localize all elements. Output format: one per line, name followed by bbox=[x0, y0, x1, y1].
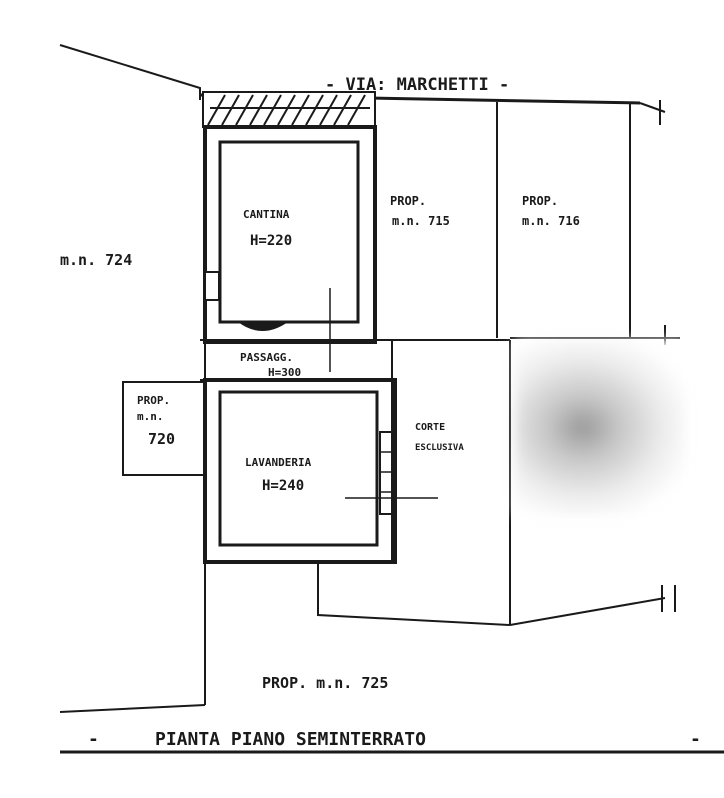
hatch-pattern bbox=[207, 94, 370, 126]
cantina-name: CANTINA bbox=[243, 208, 290, 221]
lavanderia-name: LAVANDERIA bbox=[245, 456, 312, 469]
parcel-left-label: m.n. 724 bbox=[60, 251, 132, 269]
boundary-line-top-left bbox=[59, 44, 201, 100]
lavanderia-inner-wall bbox=[218, 390, 379, 547]
street-line-end bbox=[639, 100, 666, 125]
parcel-bottom-label: PROP. m.n. 725 bbox=[262, 674, 388, 692]
lavanderia-window bbox=[379, 431, 393, 515]
bottom-left-line bbox=[59, 704, 206, 713]
blurred-region bbox=[515, 340, 685, 515]
cantina-inner-wall bbox=[218, 140, 360, 324]
courtyard-label-1: CORTE bbox=[415, 422, 445, 433]
passage-label: PASSAGG. bbox=[240, 351, 293, 364]
parcel-right-label-2: m.n. 716 bbox=[522, 214, 580, 228]
passage-height: H=300 bbox=[268, 366, 301, 379]
courtyard-label-2: ESCLUSIVA bbox=[415, 443, 464, 453]
parcel-right-label-1: PROP. bbox=[522, 194, 558, 208]
parcel-side-label-1: PROP. bbox=[137, 394, 170, 407]
courtyard-bottom bbox=[317, 562, 666, 627]
parcel-mid-label-1: PROP. bbox=[390, 194, 426, 208]
parcel-side-label-3: 720 bbox=[148, 430, 175, 448]
street-label: - VIA: MARCHETTI - bbox=[325, 75, 509, 95]
cantina-height: H=220 bbox=[250, 233, 292, 249]
cantina-outer-wall bbox=[203, 125, 377, 344]
footer-dash-left: - bbox=[88, 729, 99, 750]
cantina-window bbox=[204, 271, 220, 301]
cantina-door-arc bbox=[238, 322, 288, 331]
lavanderia-outer-wall bbox=[203, 378, 397, 564]
footer-dash-right: - bbox=[690, 729, 701, 750]
window-ticks bbox=[380, 451, 392, 493]
parcel-side-label-2: m.n. bbox=[137, 410, 164, 423]
parcel-mid-label-2: m.n. 715 bbox=[392, 214, 450, 228]
footer-title: PIANTA PIANO SEMINTERRATO bbox=[155, 729, 426, 750]
lavanderia-height: H=240 bbox=[262, 478, 304, 494]
